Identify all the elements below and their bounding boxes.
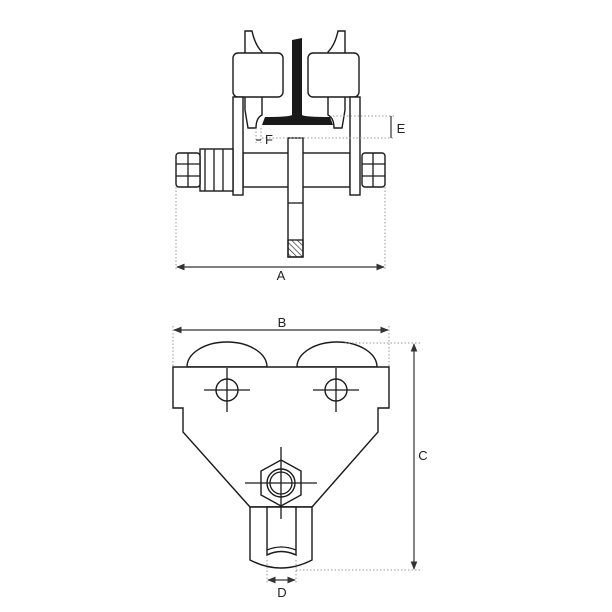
right-side-plate xyxy=(349,96,361,196)
dimension-c-label: C xyxy=(418,448,427,463)
front-view: A E F xyxy=(175,30,406,283)
left-wheel-hole xyxy=(204,368,250,412)
dimension-a-label: A xyxy=(277,268,286,283)
left-spacers xyxy=(199,148,234,192)
dimension-e-label: E xyxy=(397,121,406,136)
dimension-f-label: F xyxy=(265,132,273,147)
right-wheel-hole xyxy=(313,368,359,412)
left-wheel xyxy=(232,52,284,98)
hanger-bar xyxy=(287,137,304,258)
hanger-section-hatch xyxy=(287,239,304,258)
clevis-slot xyxy=(266,506,297,557)
left-nut xyxy=(175,152,201,188)
right-wheel xyxy=(307,52,360,98)
dimension-d-label: D xyxy=(277,585,286,600)
i-beam xyxy=(262,38,333,125)
side-view: B C D xyxy=(172,315,428,600)
left-side-plate xyxy=(232,96,244,196)
dimension-b-label: B xyxy=(278,315,287,330)
right-wheel-arc xyxy=(296,341,378,368)
hex-nut xyxy=(245,447,317,519)
right-nut xyxy=(361,152,386,188)
left-wheel-arc xyxy=(186,341,268,368)
